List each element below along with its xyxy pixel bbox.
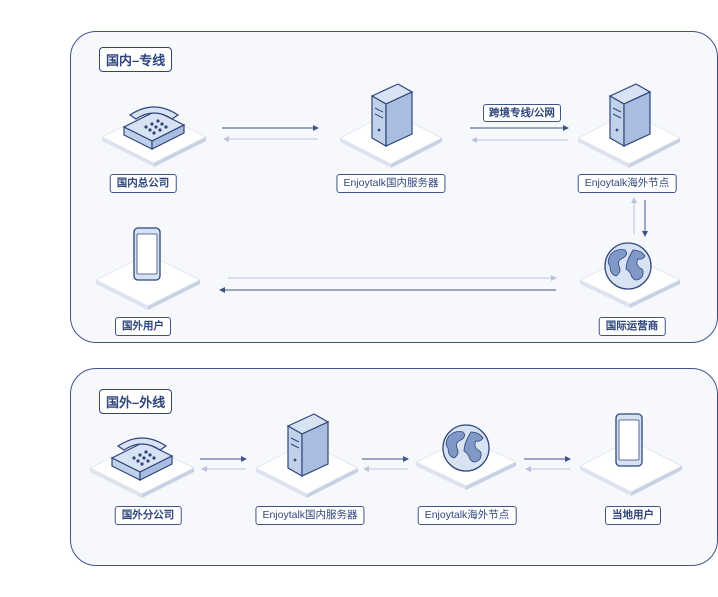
- branch-label: 国外分公司: [114, 506, 182, 525]
- cross-border-link-label: 跨境专线/公网: [483, 104, 561, 122]
- globe-icon: [414, 424, 518, 490]
- foreign-panel-title: 国外–外线: [99, 389, 173, 414]
- smartphone-icon: [578, 413, 684, 496]
- telephone-icon: [100, 106, 208, 167]
- globe-icon: [578, 242, 682, 308]
- domestic-server-label: Enjoytalk国内服务器: [336, 174, 446, 193]
- foreign-server-node: [254, 413, 360, 498]
- foreign-overseas-node-node: [414, 422, 518, 492]
- local-user-node: [578, 412, 684, 496]
- server-icon: [254, 413, 360, 498]
- local-user-label: 当地用户: [605, 506, 661, 525]
- foreign-server-label: Enjoytalk国内服务器: [255, 506, 365, 525]
- overseas-node-node: [576, 83, 682, 168]
- domestic-panel-title: 国内–专线: [99, 47, 173, 72]
- server-icon: [338, 83, 444, 168]
- carrier-label: 国际运营商: [598, 317, 666, 336]
- branch-node: [88, 424, 196, 498]
- domestic-server-node: [338, 83, 444, 168]
- foreign-user-label: 国外用户: [115, 317, 171, 336]
- carrier-node: [578, 240, 682, 310]
- foreign-overseas-node-label: Enjoytalk海外节点: [417, 506, 517, 525]
- foreign-user-node: [94, 226, 202, 310]
- smartphone-icon: [94, 227, 202, 310]
- server-icon: [576, 83, 682, 168]
- overseas-node-label: Enjoytalk海外节点: [577, 174, 677, 193]
- hq-label: 国内总公司: [109, 174, 177, 193]
- hq-node: [100, 93, 208, 167]
- telephone-icon: [88, 437, 196, 498]
